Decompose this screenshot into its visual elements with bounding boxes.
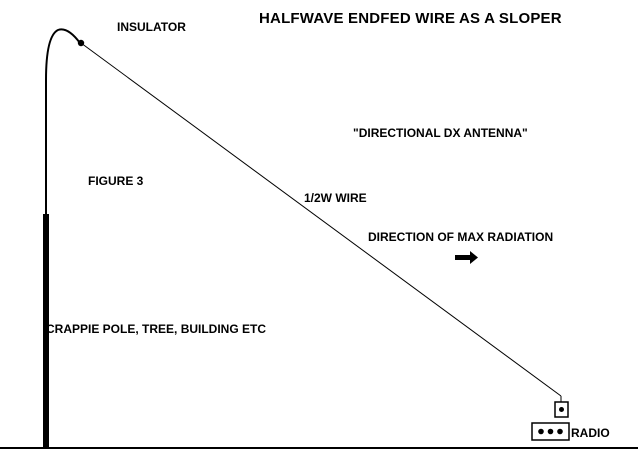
figure-label: FIGURE 3 <box>88 174 144 188</box>
radio-knob-3 <box>557 428 563 435</box>
radio-knob-2 <box>547 428 554 435</box>
sloper-wire <box>80 42 562 397</box>
support-label: CRAPPIE POLE, TREE, BUILDING ETC <box>46 322 267 336</box>
wire-label: 1/2W WIRE <box>304 191 367 205</box>
direction-arrow-icon <box>455 251 478 264</box>
max-radiation-label: DIRECTION OF MAX RADIATION <box>368 230 554 244</box>
pole-upper <box>45 28 81 214</box>
directional-dx-label: "DIRECTIONAL DX ANTENNA" <box>353 126 528 140</box>
radio-label: RADIO <box>571 426 610 440</box>
diagram-title: HALFWAVE ENDFED WIRE AS A SLOPER <box>259 10 562 27</box>
pole-lower <box>43 214 49 448</box>
radio-knob-1 <box>538 428 544 435</box>
insulator-label: INSULATOR <box>117 20 186 34</box>
tuner-knob <box>559 407 564 412</box>
